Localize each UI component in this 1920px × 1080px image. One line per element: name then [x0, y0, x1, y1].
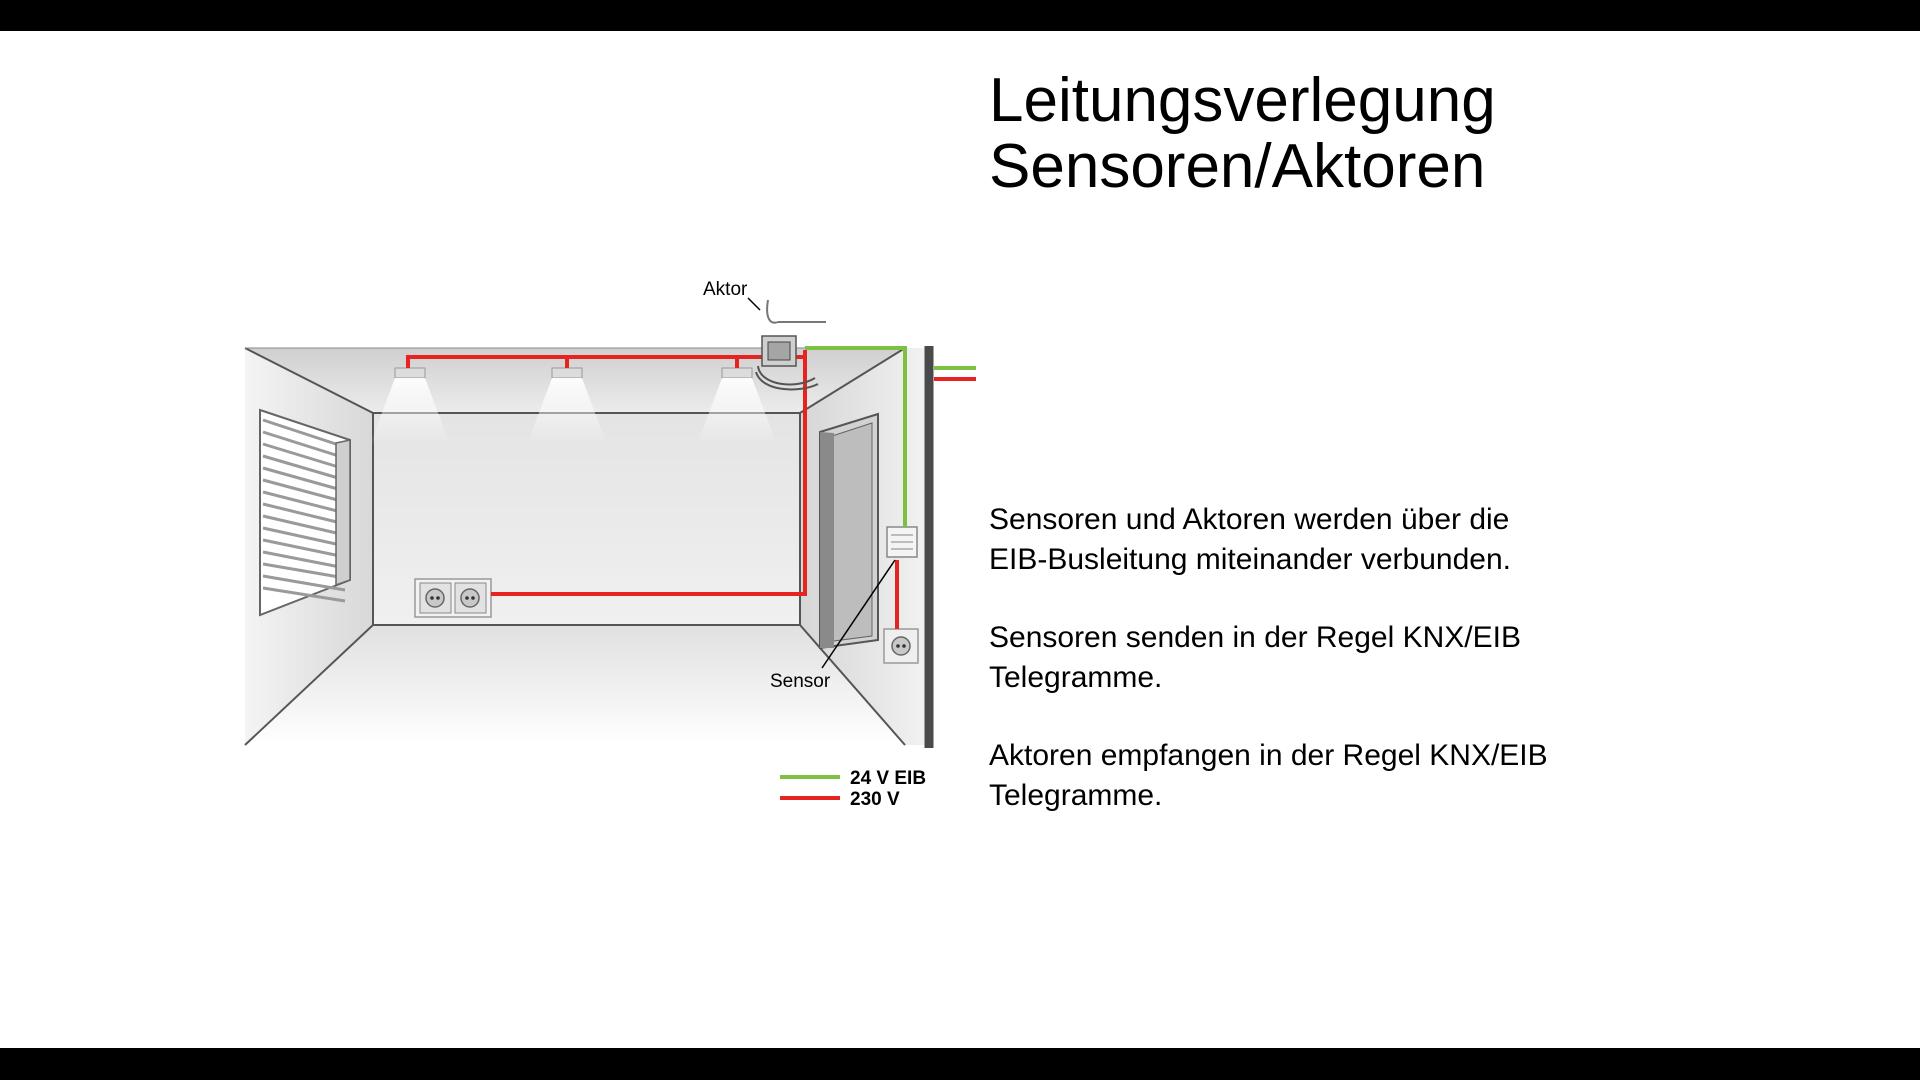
aktor-label: Aktor	[703, 279, 748, 300]
window-blinds	[259, 408, 351, 617]
title-line-1: Leitungsverlegung	[989, 66, 1496, 135]
bus-wiring-24v	[805, 346, 976, 527]
paragraph-1: Sensoren und Aktoren werden über die EIB…	[989, 500, 1689, 580]
double-socket	[414, 578, 492, 618]
sensor-leader-line	[821, 559, 896, 669]
paragraph-1-line-1: Sensoren und Aktoren werden über die	[989, 503, 1510, 536]
legend-label-bus: 24 V EIB	[850, 768, 926, 789]
paragraph-2-line-2: Telegramme.	[989, 661, 1163, 694]
aktor-leader-line	[747, 297, 761, 311]
paragraph-2-line-1: Sensoren senden in der Regel KNX/EIB	[989, 621, 1521, 654]
slide-body: Sensoren und Aktoren werden über die EIB…	[989, 500, 1689, 854]
legend-label-power: 230 V	[850, 789, 900, 810]
paragraph-2: Sensoren senden in der Regel KNX/EIB Tel…	[989, 618, 1689, 698]
door	[819, 412, 879, 650]
floor	[245, 625, 905, 745]
power-wiring-230v	[406, 350, 976, 629]
paragraph-3-line-2: Telegramme.	[989, 779, 1163, 812]
paragraph-1-line-2: EIB-Busleitung miteinander verbunden.	[989, 543, 1511, 576]
paragraph-3: Aktoren empfangen in der Regel KNX/EIB T…	[989, 736, 1689, 816]
sensor-label: Sensor	[770, 671, 831, 692]
actuator-device	[755, 299, 826, 391]
letterbox-bottom	[0, 1048, 1920, 1080]
title-line-2: Sensoren/Aktoren	[989, 132, 1486, 201]
sensor-device	[886, 526, 918, 558]
letterbox-top	[0, 0, 1920, 31]
ceiling-light-1	[370, 367, 450, 445]
slide-title: Leitungsverlegung Sensoren/Aktoren	[989, 68, 1496, 200]
ceiling-lights	[370, 367, 777, 445]
single-socket	[883, 628, 919, 664]
paragraph-3-line-1: Aktoren empfangen in der Regel KNX/EIB	[989, 739, 1548, 772]
legend: 24 V EIB 230 V	[780, 768, 926, 810]
